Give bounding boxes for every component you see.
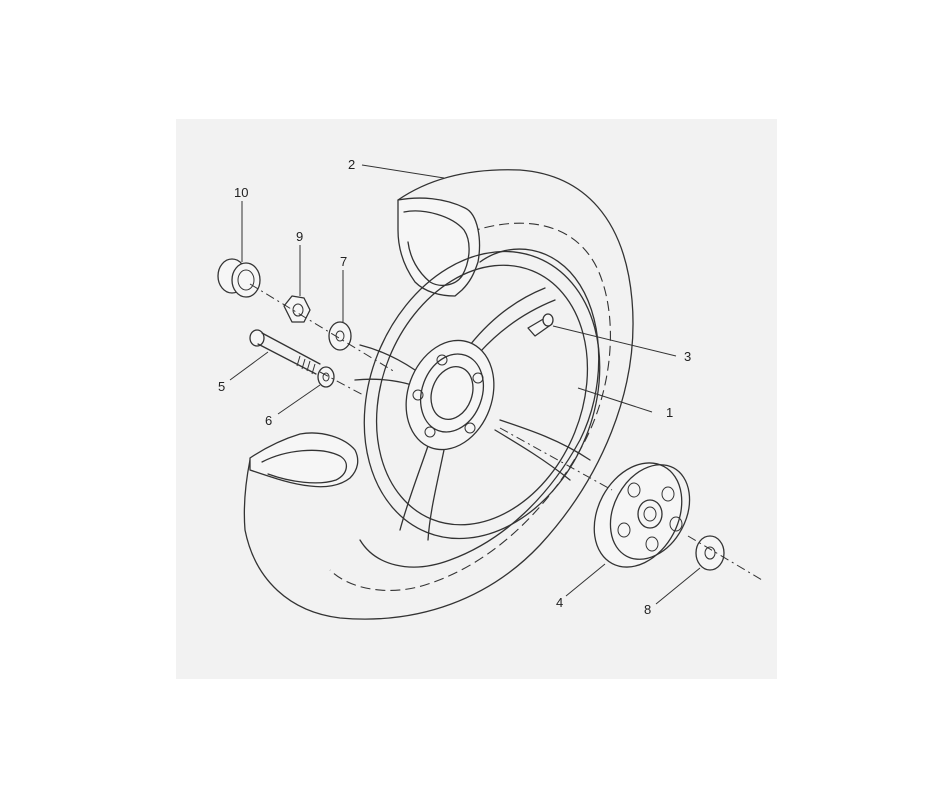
washer-8 <box>695 535 725 571</box>
callout-3: 3 <box>684 349 691 364</box>
callout-4: 4 <box>556 595 563 610</box>
axis-line-right <box>499 427 763 581</box>
leader-4 <box>565 563 606 597</box>
callout-10: 10 <box>234 185 248 200</box>
axis-line-lower <box>319 371 366 397</box>
leader-8 <box>655 567 701 605</box>
collar <box>217 258 261 298</box>
leader-1 <box>577 387 653 413</box>
callout-2: 2 <box>348 157 355 172</box>
callout-8: 8 <box>644 602 651 617</box>
callout-9: 9 <box>296 229 303 244</box>
leader-3 <box>552 325 677 357</box>
nut <box>283 295 311 323</box>
bolt <box>249 329 321 375</box>
callout-6: 6 <box>265 413 272 428</box>
washer-6 <box>317 366 335 388</box>
damper-hub <box>593 462 691 568</box>
washer-7 <box>328 321 352 351</box>
callout-5: 5 <box>218 379 225 394</box>
leader-2 <box>361 164 445 179</box>
leader-5 <box>229 351 269 381</box>
callout-1: 1 <box>666 405 673 420</box>
leader-6 <box>277 384 321 415</box>
callout-7: 7 <box>340 254 347 269</box>
axis-line-upper <box>249 283 396 373</box>
valve-stem <box>527 313 554 337</box>
wheel-rim <box>354 250 601 541</box>
